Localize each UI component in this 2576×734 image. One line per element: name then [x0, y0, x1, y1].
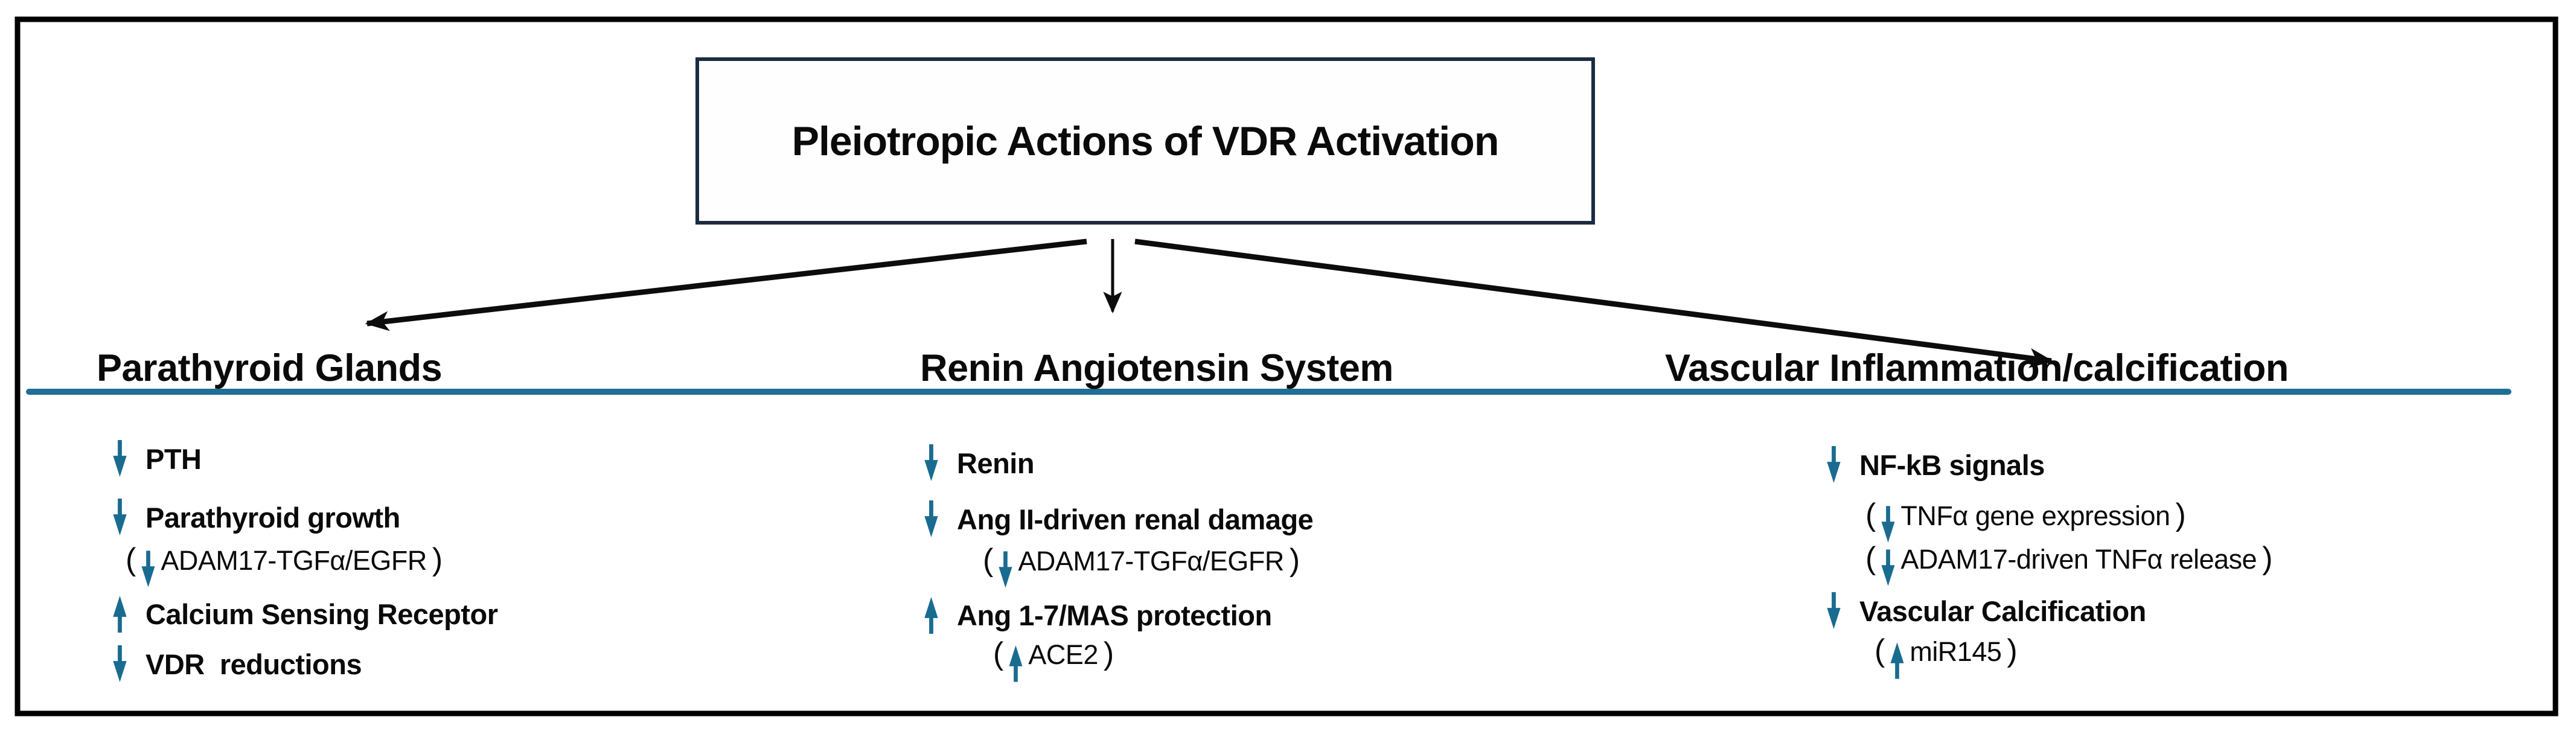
item-label: NF-kB signals	[1859, 448, 2045, 481]
down-arrow-icon	[999, 551, 1012, 588]
paren-close-label: )	[2175, 497, 2186, 532]
item-label: Vascular Calcification	[1859, 595, 2146, 627]
list-item: Parathyroid growth	[112, 498, 400, 537]
item-label: PTH	[145, 442, 202, 475]
paren-open-label: (	[993, 636, 1004, 671]
down-arrow-icon	[924, 500, 938, 538]
list-item: Ang II-driven renal damage	[924, 500, 1314, 538]
paren-open-label: (	[126, 542, 136, 577]
list-item: ( ADAM17-TGFα/EGFR )	[126, 541, 443, 587]
paren-close-label: )	[1289, 543, 1300, 578]
list-item: ( ADAM17-TGFα/EGFR )	[983, 542, 1300, 588]
diagram-title: Pleiotropic Actions of VDR Activation	[791, 118, 1500, 164]
down-arrow-icon	[1827, 446, 1841, 483]
paren-open-label: (	[1865, 541, 1876, 576]
paren-open-label: (	[1865, 497, 1876, 532]
up-arrow-icon	[113, 595, 127, 633]
item-label: miR145	[1910, 636, 2002, 667]
item-label: Parathyroid growth	[145, 501, 400, 534]
down-arrow-icon	[924, 444, 938, 482]
paren-open-label: (	[1874, 633, 1885, 668]
list-item: VDR reductions	[112, 645, 362, 683]
list-item: Ang 1-7/MAS protection	[924, 596, 1272, 634]
list-item: NF-kB signals	[1826, 445, 2045, 484]
outer-border	[14, 16, 2558, 716]
arrow-to-vascular	[1134, 238, 2054, 368]
down-arrow-icon	[113, 645, 127, 683]
column-heading-renin-angiotensin: Renin Angiotensin System	[920, 347, 1393, 389]
up-arrow-icon	[1890, 642, 1904, 679]
list-item: Vascular Calcification	[1826, 592, 2146, 630]
down-arrow-icon	[1881, 549, 1895, 586]
list-item: Renin	[924, 444, 1035, 482]
list-item: ( ACE2 )	[993, 636, 1114, 682]
item-label: ADAM17-driven TNFα release	[1900, 544, 2257, 575]
list-item: ( miR145 )	[1874, 633, 2018, 679]
paren-close-label: )	[1103, 636, 1114, 671]
title-box: Pleiotropic Actions of VDR Activation	[695, 57, 1595, 225]
paren-open-label: (	[983, 543, 994, 578]
item-label: VDR reductions	[145, 648, 362, 680]
list-item: Calcium Sensing Receptor	[112, 595, 498, 633]
down-arrow-icon	[113, 440, 127, 477]
list-item: ( TNFα gene expression )	[1865, 497, 2186, 543]
column-heading-parathyroid: Parathyroid Glands	[97, 347, 443, 389]
down-arrow-icon	[141, 550, 155, 587]
item-label: Calcium Sensing Receptor	[145, 598, 498, 630]
list-item: ( ADAM17-driven TNFα release )	[1865, 540, 2273, 586]
arrow-to-parathyroid	[365, 238, 1087, 331]
item-label: Ang 1-7/MAS protection	[957, 599, 1272, 631]
up-arrow-icon	[1009, 645, 1023, 682]
down-arrow-icon	[113, 499, 127, 536]
column-heading-vascular: Vascular Inflammation/calcification	[1665, 347, 2289, 389]
paren-close-label: )	[432, 542, 443, 577]
paren-close-label: )	[2007, 633, 2018, 668]
item-label: ADAM17-TGFα/EGFR	[1018, 546, 1284, 576]
down-arrow-icon	[1881, 506, 1895, 543]
paren-close-label: )	[2262, 541, 2273, 576]
item-label: Ang II-driven renal damage	[957, 503, 1314, 535]
up-arrow-icon	[924, 596, 938, 634]
list-item: PTH	[112, 439, 202, 478]
item-label: TNFα gene expression	[1900, 500, 2170, 531]
down-arrow-icon	[1827, 592, 1841, 630]
item-label: ADAM17-TGFα/EGFR	[161, 545, 427, 576]
item-label: ACE2	[1028, 639, 1098, 670]
item-label: Renin	[957, 447, 1035, 479]
